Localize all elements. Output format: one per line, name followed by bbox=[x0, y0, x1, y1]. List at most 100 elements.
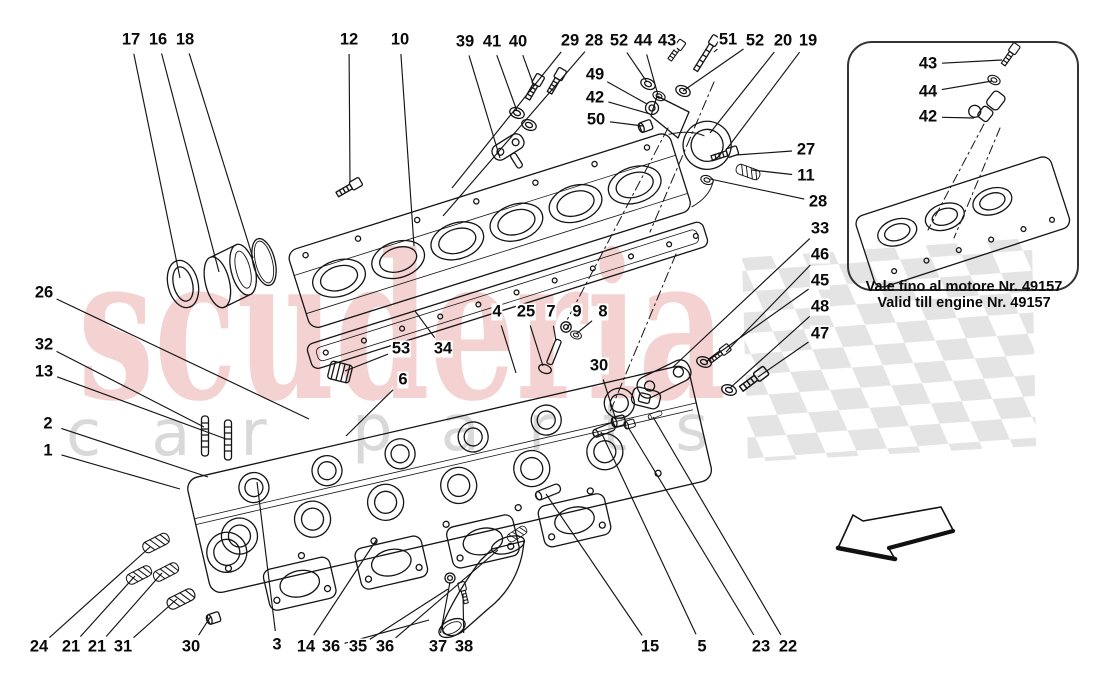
leader-line-23 bbox=[627, 426, 755, 636]
callout-26: 26 bbox=[33, 283, 55, 302]
exhaust-flanges bbox=[262, 493, 612, 611]
callout-10: 10 bbox=[389, 30, 411, 49]
leader-line-27 bbox=[735, 150, 793, 156]
callout-38: 38 bbox=[453, 637, 475, 656]
callout-28: 28 bbox=[583, 31, 605, 50]
callout-32: 32 bbox=[33, 335, 55, 354]
callout-48: 48 bbox=[809, 297, 831, 316]
callout-5: 5 bbox=[696, 637, 708, 656]
callout-18: 18 bbox=[174, 30, 196, 49]
callout-35: 35 bbox=[347, 637, 369, 656]
callout-42: 42 bbox=[917, 107, 939, 126]
callout-53: 53 bbox=[390, 339, 412, 358]
bolt-40 bbox=[522, 72, 546, 102]
callout-9: 9 bbox=[571, 302, 583, 321]
inset-box bbox=[847, 41, 1079, 291]
callout-42: 42 bbox=[584, 88, 606, 107]
leader-line-53 bbox=[344, 353, 389, 372]
sensor-cluster bbox=[636, 95, 690, 139]
callout-4: 4 bbox=[491, 302, 503, 321]
leader-line-48 bbox=[729, 315, 810, 389]
washer-44 bbox=[650, 88, 668, 104]
leader-line-39 bbox=[468, 55, 501, 159]
leader-line-16 bbox=[161, 53, 220, 273]
watermark-sub-car: car bbox=[66, 397, 317, 471]
cap-30-bottom bbox=[204, 610, 222, 626]
callout-20: 20 bbox=[772, 31, 794, 50]
leader-line-5 bbox=[600, 431, 697, 635]
callout-28: 28 bbox=[807, 192, 829, 211]
leader-line-15 bbox=[545, 493, 643, 636]
checkered-flag-watermark bbox=[742, 238, 1036, 462]
leader-line-30 bbox=[602, 379, 617, 421]
leader-line-25 bbox=[529, 325, 544, 367]
leader-line-33 bbox=[672, 238, 811, 368]
leader-line-31 bbox=[133, 598, 178, 639]
leader-line-44 bbox=[941, 80, 993, 91]
callout-15: 15 bbox=[639, 637, 661, 656]
callout-46: 46 bbox=[809, 245, 831, 264]
callout-25: 25 bbox=[515, 302, 537, 321]
callout-27: 27 bbox=[795, 140, 817, 159]
direction-arrow-icon bbox=[835, 506, 956, 562]
leader-line-30 bbox=[198, 615, 212, 636]
callout-52: 52 bbox=[744, 31, 766, 50]
cover-gasket-drawing bbox=[306, 221, 709, 369]
bolt-27 bbox=[709, 144, 740, 164]
assembly-axis-lines bbox=[565, 81, 715, 413]
leader-line-43 bbox=[941, 59, 1003, 64]
leader-line-11 bbox=[751, 169, 793, 176]
callout-1: 1 bbox=[42, 441, 54, 460]
callout-50: 50 bbox=[585, 110, 607, 129]
callout-36: 36 bbox=[374, 637, 396, 656]
inset-caption-line1: Vale fino al motore Nr. 49157 bbox=[865, 279, 1063, 295]
leader-line-3 bbox=[256, 481, 276, 632]
callout-39: 39 bbox=[454, 32, 476, 51]
leader-line-51 bbox=[713, 48, 718, 53]
callout-21: 21 bbox=[60, 637, 82, 656]
leader-line-41 bbox=[496, 55, 518, 112]
bolt-41 bbox=[544, 66, 568, 96]
leader-line-12 bbox=[348, 53, 351, 183]
callout-45: 45 bbox=[809, 271, 831, 290]
leader-line-9 bbox=[565, 323, 571, 331]
leader-line-2 bbox=[61, 427, 209, 478]
callout-37: 37 bbox=[427, 637, 449, 656]
washer-40 bbox=[519, 116, 539, 134]
leader-line-52 bbox=[682, 48, 744, 92]
watermark-layer: scuderia car parts bbox=[66, 211, 1036, 471]
inset-caption-line2: Valid till engine Nr. 49157 bbox=[877, 294, 1051, 311]
inset-caption: Vale fino al motore Nr. 49157 Valid till… bbox=[846, 279, 1082, 311]
callout-16: 16 bbox=[147, 30, 169, 49]
callout-47: 47 bbox=[809, 324, 831, 343]
leader-line-17 bbox=[133, 53, 181, 279]
spring-31 bbox=[164, 586, 198, 612]
callout-17: 17 bbox=[120, 30, 142, 49]
seal-ring-part bbox=[166, 259, 200, 309]
callout-30: 30 bbox=[180, 637, 202, 656]
callout-51: 51 bbox=[717, 30, 739, 49]
inset-washer-44 bbox=[985, 72, 1003, 88]
leader-line-14 bbox=[313, 538, 378, 636]
leader-line-32 bbox=[56, 350, 205, 428]
seal-cup-part bbox=[203, 243, 257, 309]
leader-line-42 bbox=[941, 116, 975, 119]
leader-line-21 bbox=[79, 575, 136, 637]
leader-line-28 bbox=[709, 178, 805, 200]
callout-22: 22 bbox=[777, 637, 799, 656]
leader-line-36 bbox=[395, 549, 499, 639]
bolt-12 bbox=[334, 176, 364, 200]
callout-12: 12 bbox=[338, 30, 360, 49]
leader-line-24 bbox=[49, 546, 151, 639]
leader-line-1 bbox=[61, 454, 181, 490]
callout-21: 21 bbox=[86, 637, 108, 656]
leader-line-22 bbox=[652, 416, 782, 636]
leader-line-19 bbox=[725, 51, 801, 151]
leader-line-13 bbox=[56, 376, 227, 440]
inset-bolt-43 bbox=[999, 41, 1022, 68]
callout-6: 6 bbox=[397, 370, 409, 389]
spring-11 bbox=[734, 162, 762, 182]
watermark-brand-text: scuderia bbox=[78, 211, 726, 446]
